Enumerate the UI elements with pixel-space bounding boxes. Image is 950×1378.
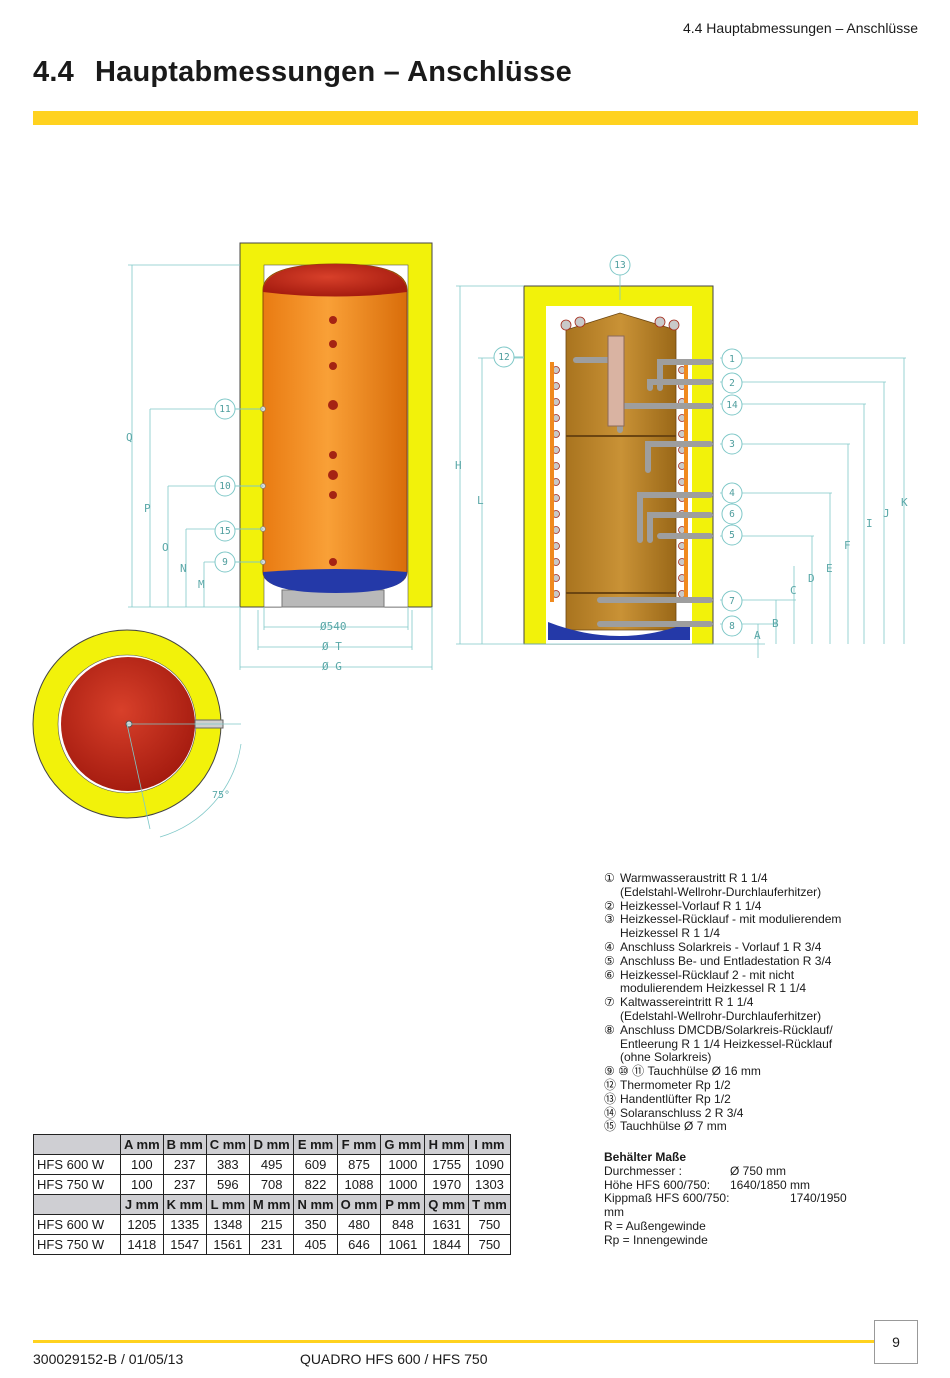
container-specs: Behälter Maße Durchmesser : Ø 750 mm Höhe… xyxy=(604,1150,904,1248)
callout-8: 8 xyxy=(729,621,735,632)
callout-5: 5 xyxy=(729,530,735,541)
technical-drawing: Q P O N M Ø540 Ø T Ø G 11 10 15 9 xyxy=(32,242,908,838)
dim-j: J xyxy=(883,507,890,520)
dim-e: E xyxy=(826,562,833,575)
title-rule xyxy=(33,111,918,125)
dim-540: Ø540 xyxy=(320,620,347,633)
callout-11: 11 xyxy=(219,404,231,415)
dim-q: Q xyxy=(126,431,133,444)
callout-1: 1 xyxy=(729,354,735,365)
dim-n: N xyxy=(180,562,187,575)
tilt-value: 1740/1950 xyxy=(790,1191,847,1206)
section-core xyxy=(565,312,677,631)
callout-14: 14 xyxy=(726,400,738,411)
dim-k: K xyxy=(901,496,908,509)
dim-b: B xyxy=(772,617,779,630)
diameter-value: Ø 750 mm xyxy=(730,1163,787,1178)
connection-ports xyxy=(328,316,338,566)
specs-heading: Behälter Maße xyxy=(604,1150,687,1164)
callout-15: 15 xyxy=(219,526,230,537)
section-base xyxy=(548,622,690,640)
callout-2: 2 xyxy=(729,378,735,389)
dim-i: I xyxy=(866,517,873,530)
dim-o: O xyxy=(162,541,169,554)
angle-label: 75° xyxy=(212,790,230,801)
callout-3: 3 xyxy=(729,439,735,450)
callout-4: 4 xyxy=(729,488,735,499)
dim-t: Ø T xyxy=(322,640,342,653)
tank-top-head xyxy=(263,264,407,297)
callout-12: 12 xyxy=(498,352,509,363)
page-number: 9 xyxy=(874,1320,918,1364)
tilt-unit: mm xyxy=(604,1205,624,1220)
dim-l: L xyxy=(477,494,484,507)
diameter-label: Durchmesser : xyxy=(604,1163,683,1178)
running-header: 4.4 Hauptabmessungen – Anschlüsse xyxy=(682,20,918,36)
dim-f: F xyxy=(844,539,851,552)
height-label: Höhe HFS 600/750: xyxy=(604,1177,711,1192)
page-title: 4.4 Hauptabmessungen – Anschlüsse xyxy=(33,56,572,89)
dim-d: D xyxy=(808,572,815,585)
callout-13: 13 xyxy=(614,260,625,271)
section-view-right: 13 12 1 2 14 3 4 6 5 7 8 H L A B C D E F… xyxy=(455,254,908,658)
top-view: 75° xyxy=(32,629,242,838)
tank-shell xyxy=(262,263,408,593)
dim-p: P xyxy=(144,502,151,515)
callout-10: 10 xyxy=(219,481,231,492)
dim-m: M xyxy=(198,578,205,591)
dim-c: C xyxy=(790,584,797,597)
footer-rule xyxy=(33,1340,874,1343)
dim-h: H xyxy=(455,459,462,472)
section-number: 4.4 xyxy=(33,56,74,88)
doc-reference: 300029152-B / 01/05/13 xyxy=(33,1351,184,1367)
note-r: R = Außengewinde xyxy=(604,1218,706,1233)
height-value: 1640/1850 mm xyxy=(730,1177,811,1192)
callout-9: 9 xyxy=(222,557,228,568)
dim-a: A xyxy=(754,629,761,642)
legend-item: ⑨ ⑩ ⑪ Tauchhülse Ø 16 mm xyxy=(604,1064,761,1079)
section-title: Hauptabmessungen – Anschlüsse xyxy=(95,56,572,88)
dim-g: Ø G xyxy=(322,660,342,673)
tilt-label: Kippmaß HFS 600/750: xyxy=(604,1191,730,1206)
product-name: QUADRO HFS 600 / HFS 750 xyxy=(300,1351,488,1367)
callout-7: 7 xyxy=(729,596,735,607)
side-view-left: Q P O N M Ø540 Ø T Ø G 11 10 15 9 xyxy=(126,242,433,673)
callout-6: 6 xyxy=(729,509,735,520)
note-rp: Rp = Innengewinde xyxy=(604,1232,708,1247)
tank-bottom-head xyxy=(263,569,407,593)
